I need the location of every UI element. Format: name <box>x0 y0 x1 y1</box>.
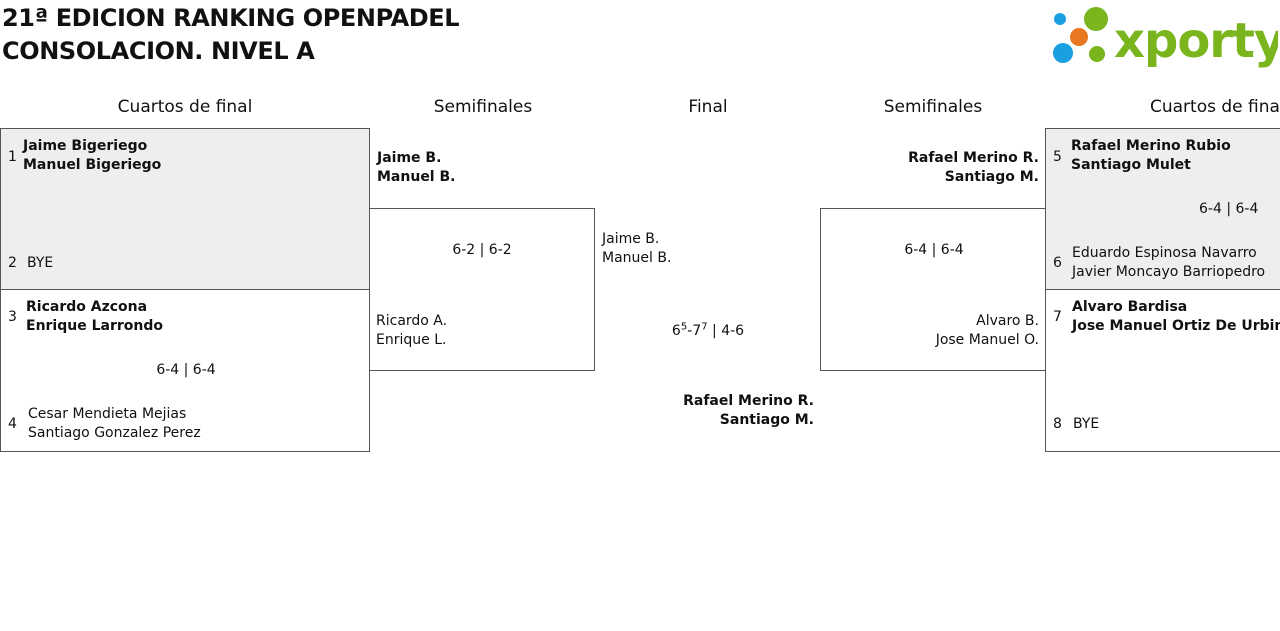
seed-number: 2 <box>8 255 17 271</box>
player-name: Santiago Mulet <box>1071 157 1191 173</box>
seed-number: 5 <box>1053 149 1062 165</box>
player-name: Javier Moncayo Barriopedro <box>1072 264 1266 280</box>
player-name: BYE <box>1073 416 1100 432</box>
header-right-quarterfinals: Cuartos de final <box>1150 97 1280 117</box>
player-name: Rafael Merino R. <box>908 150 1039 166</box>
player-name: Ricardo Azcona <box>26 299 148 315</box>
player-name: Rafael Merino Rubio <box>1071 138 1231 154</box>
seed-number: 1 <box>8 149 17 165</box>
player-name: Santiago M. <box>944 169 1039 185</box>
seed-number: 8 <box>1053 416 1062 432</box>
player-name: Manuel B. <box>602 250 672 266</box>
player-name: Eduardo Espinosa Navarro <box>1072 245 1257 261</box>
player-name: Santiago M. <box>719 412 814 428</box>
score-value: 7 <box>692 323 702 339</box>
seed-number: 7 <box>1053 309 1062 325</box>
xporty-logo[interactable]: xporty <box>1050 5 1278 69</box>
player-name: Rafael Merino R. <box>683 393 814 409</box>
player-name: Alvaro B. <box>976 313 1039 329</box>
player-name: Manuel B. <box>377 169 456 185</box>
right-qf-match-2[interactable]: 7 Alvaro Bardisa Jose Manuel Ortiz De Ur… <box>1045 289 1280 452</box>
player-name: Jaime B. <box>602 231 660 247</box>
score-value: | 4-6 <box>707 323 745 339</box>
match-score: 6-4 | 6-4 <box>156 362 216 378</box>
seed-number: 6 <box>1053 255 1062 271</box>
left-qf-match-2[interactable]: 3 Ricardo Azcona Enrique Larrondo 6-4 | … <box>0 289 370 452</box>
match-score: 6-4 | 6-4 <box>1199 201 1259 217</box>
header-right-semifinals: Semifinales <box>883 97 983 117</box>
header-left-semifinals: Semifinales <box>433 97 533 117</box>
final-score: 65-77 | 4-6 <box>671 321 745 339</box>
player-name: BYE <box>27 255 54 271</box>
left-qf-match-1[interactable]: 1 Jaime Bigeriego Manuel Bigeriego 2 BYE <box>0 128 370 290</box>
player-name: Enrique L. <box>376 332 447 348</box>
tiebreak-value: 5 <box>680 321 688 333</box>
seed-number: 4 <box>8 416 17 432</box>
player-name: Enrique Larrondo <box>26 318 163 334</box>
score-value: 6 <box>671 323 681 339</box>
tiebreak-value: 7 <box>701 321 708 333</box>
player-name: Jose Manuel Ortiz De Urbina <box>1072 318 1280 334</box>
player-name: Jose Manuel O. <box>935 332 1039 348</box>
player-name: Jaime B. <box>377 150 442 166</box>
right-sf-match[interactable]: 6-4 | 6-4 Alvaro B. Jose Manuel O. <box>820 208 1046 371</box>
title-line-1: 21ª EDICION RANKING OPENPADEL <box>2 4 460 32</box>
match-score: 6-4 | 6-4 <box>904 242 964 258</box>
match-score: 6-2 | 6-2 <box>452 242 512 258</box>
xporty-logo-icon: xporty <box>1053 7 1278 69</box>
left-sf-match[interactable]: 6-2 | 6-2 Ricardo A. Enrique L. <box>369 208 595 371</box>
page-title: 21ª EDICION RANKING OPENPADEL CONSOLACIO… <box>2 2 460 68</box>
logo-text: xporty <box>1114 13 1278 69</box>
player-name: Manuel Bigeriego <box>23 157 162 173</box>
header-final: Final <box>688 97 728 117</box>
player-name: Santiago Gonzalez Perez <box>28 425 201 441</box>
header-left-quarterfinals: Cuartos de final <box>117 97 253 117</box>
player-name: Ricardo A. <box>376 313 448 329</box>
seed-number: 3 <box>8 309 17 325</box>
right-qf-match-1[interactable]: 5 Rafael Merino Rubio Santiago Mulet 6-4… <box>1045 128 1280 290</box>
player-name: Cesar Mendieta Mejias <box>28 406 187 422</box>
player-name: Jaime Bigeriego <box>23 138 148 154</box>
title-line-2: CONSOLACION. NIVEL A <box>2 37 315 65</box>
player-name: Alvaro Bardisa <box>1072 299 1188 315</box>
